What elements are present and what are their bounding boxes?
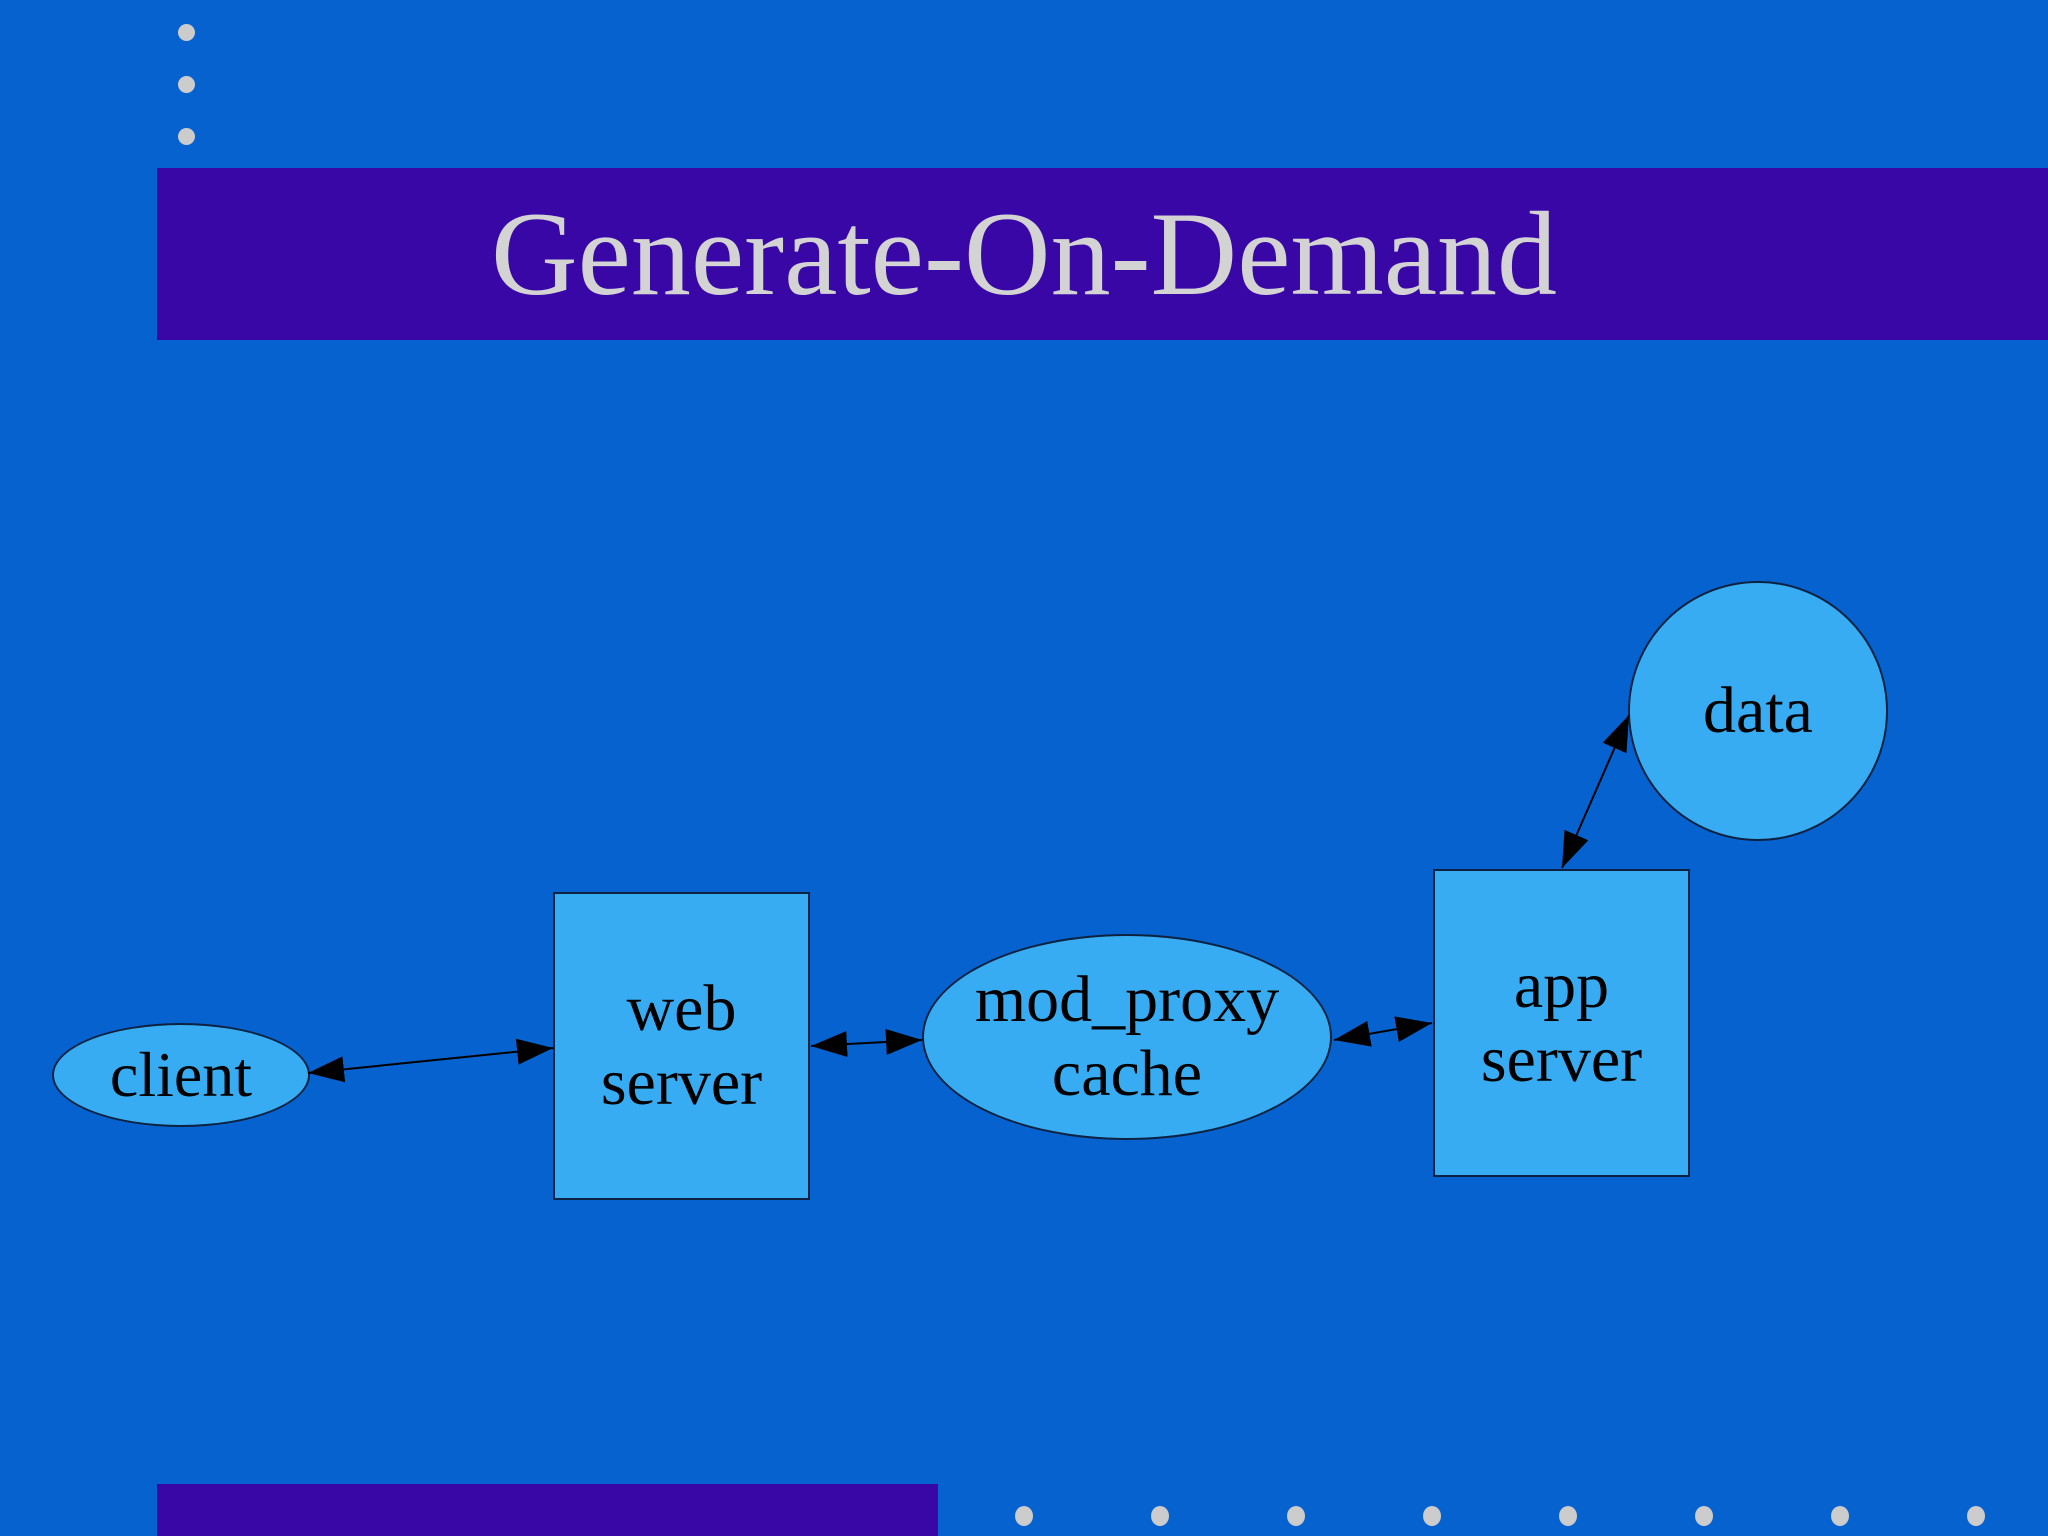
decorative-dot (178, 76, 195, 93)
decorative-dot (1831, 1506, 1849, 1526)
bottom-bar (157, 1484, 938, 1536)
decorative-dot (1151, 1506, 1169, 1526)
node-mod-proxy-cache: mod_proxy cache (922, 934, 1332, 1140)
decorative-dot (1695, 1506, 1713, 1526)
decorative-dot (1967, 1506, 1985, 1526)
node-data-label: data (1703, 674, 1813, 748)
node-web-server: web server (553, 892, 810, 1200)
decorative-dot (1559, 1506, 1577, 1526)
node-web-server-label-line1: web (626, 972, 737, 1046)
decorative-dot (1423, 1506, 1441, 1526)
edge-web-server-mod-proxy (810, 1028, 923, 1058)
node-mod-proxy-cache-label-line1: mod_proxy (974, 963, 1280, 1037)
node-web-server-label-line2: server (600, 1046, 763, 1119)
node-app-server-label-line1: app (1513, 949, 1610, 1023)
node-app-server-label-line2: server (1480, 1023, 1643, 1096)
slide-title: Generate-On-Demand (490, 187, 1558, 320)
decorative-dot (178, 24, 195, 41)
node-client-label: client (109, 1039, 253, 1111)
decorative-dot (1287, 1506, 1305, 1526)
node-mod-proxy-cache-label-line2: cache (1051, 1037, 1203, 1110)
edge-client-web-server (307, 1038, 554, 1083)
node-client: client (52, 1023, 310, 1127)
decorative-dot (1015, 1506, 1033, 1526)
node-data: data (1628, 581, 1888, 841)
node-app-server: app server (1433, 869, 1690, 1177)
title-bar (157, 168, 2048, 340)
edge-app-server-data (1561, 714, 1630, 869)
decorative-dot (178, 128, 195, 145)
edge-mod-proxy-app-server (1333, 1016, 1433, 1047)
